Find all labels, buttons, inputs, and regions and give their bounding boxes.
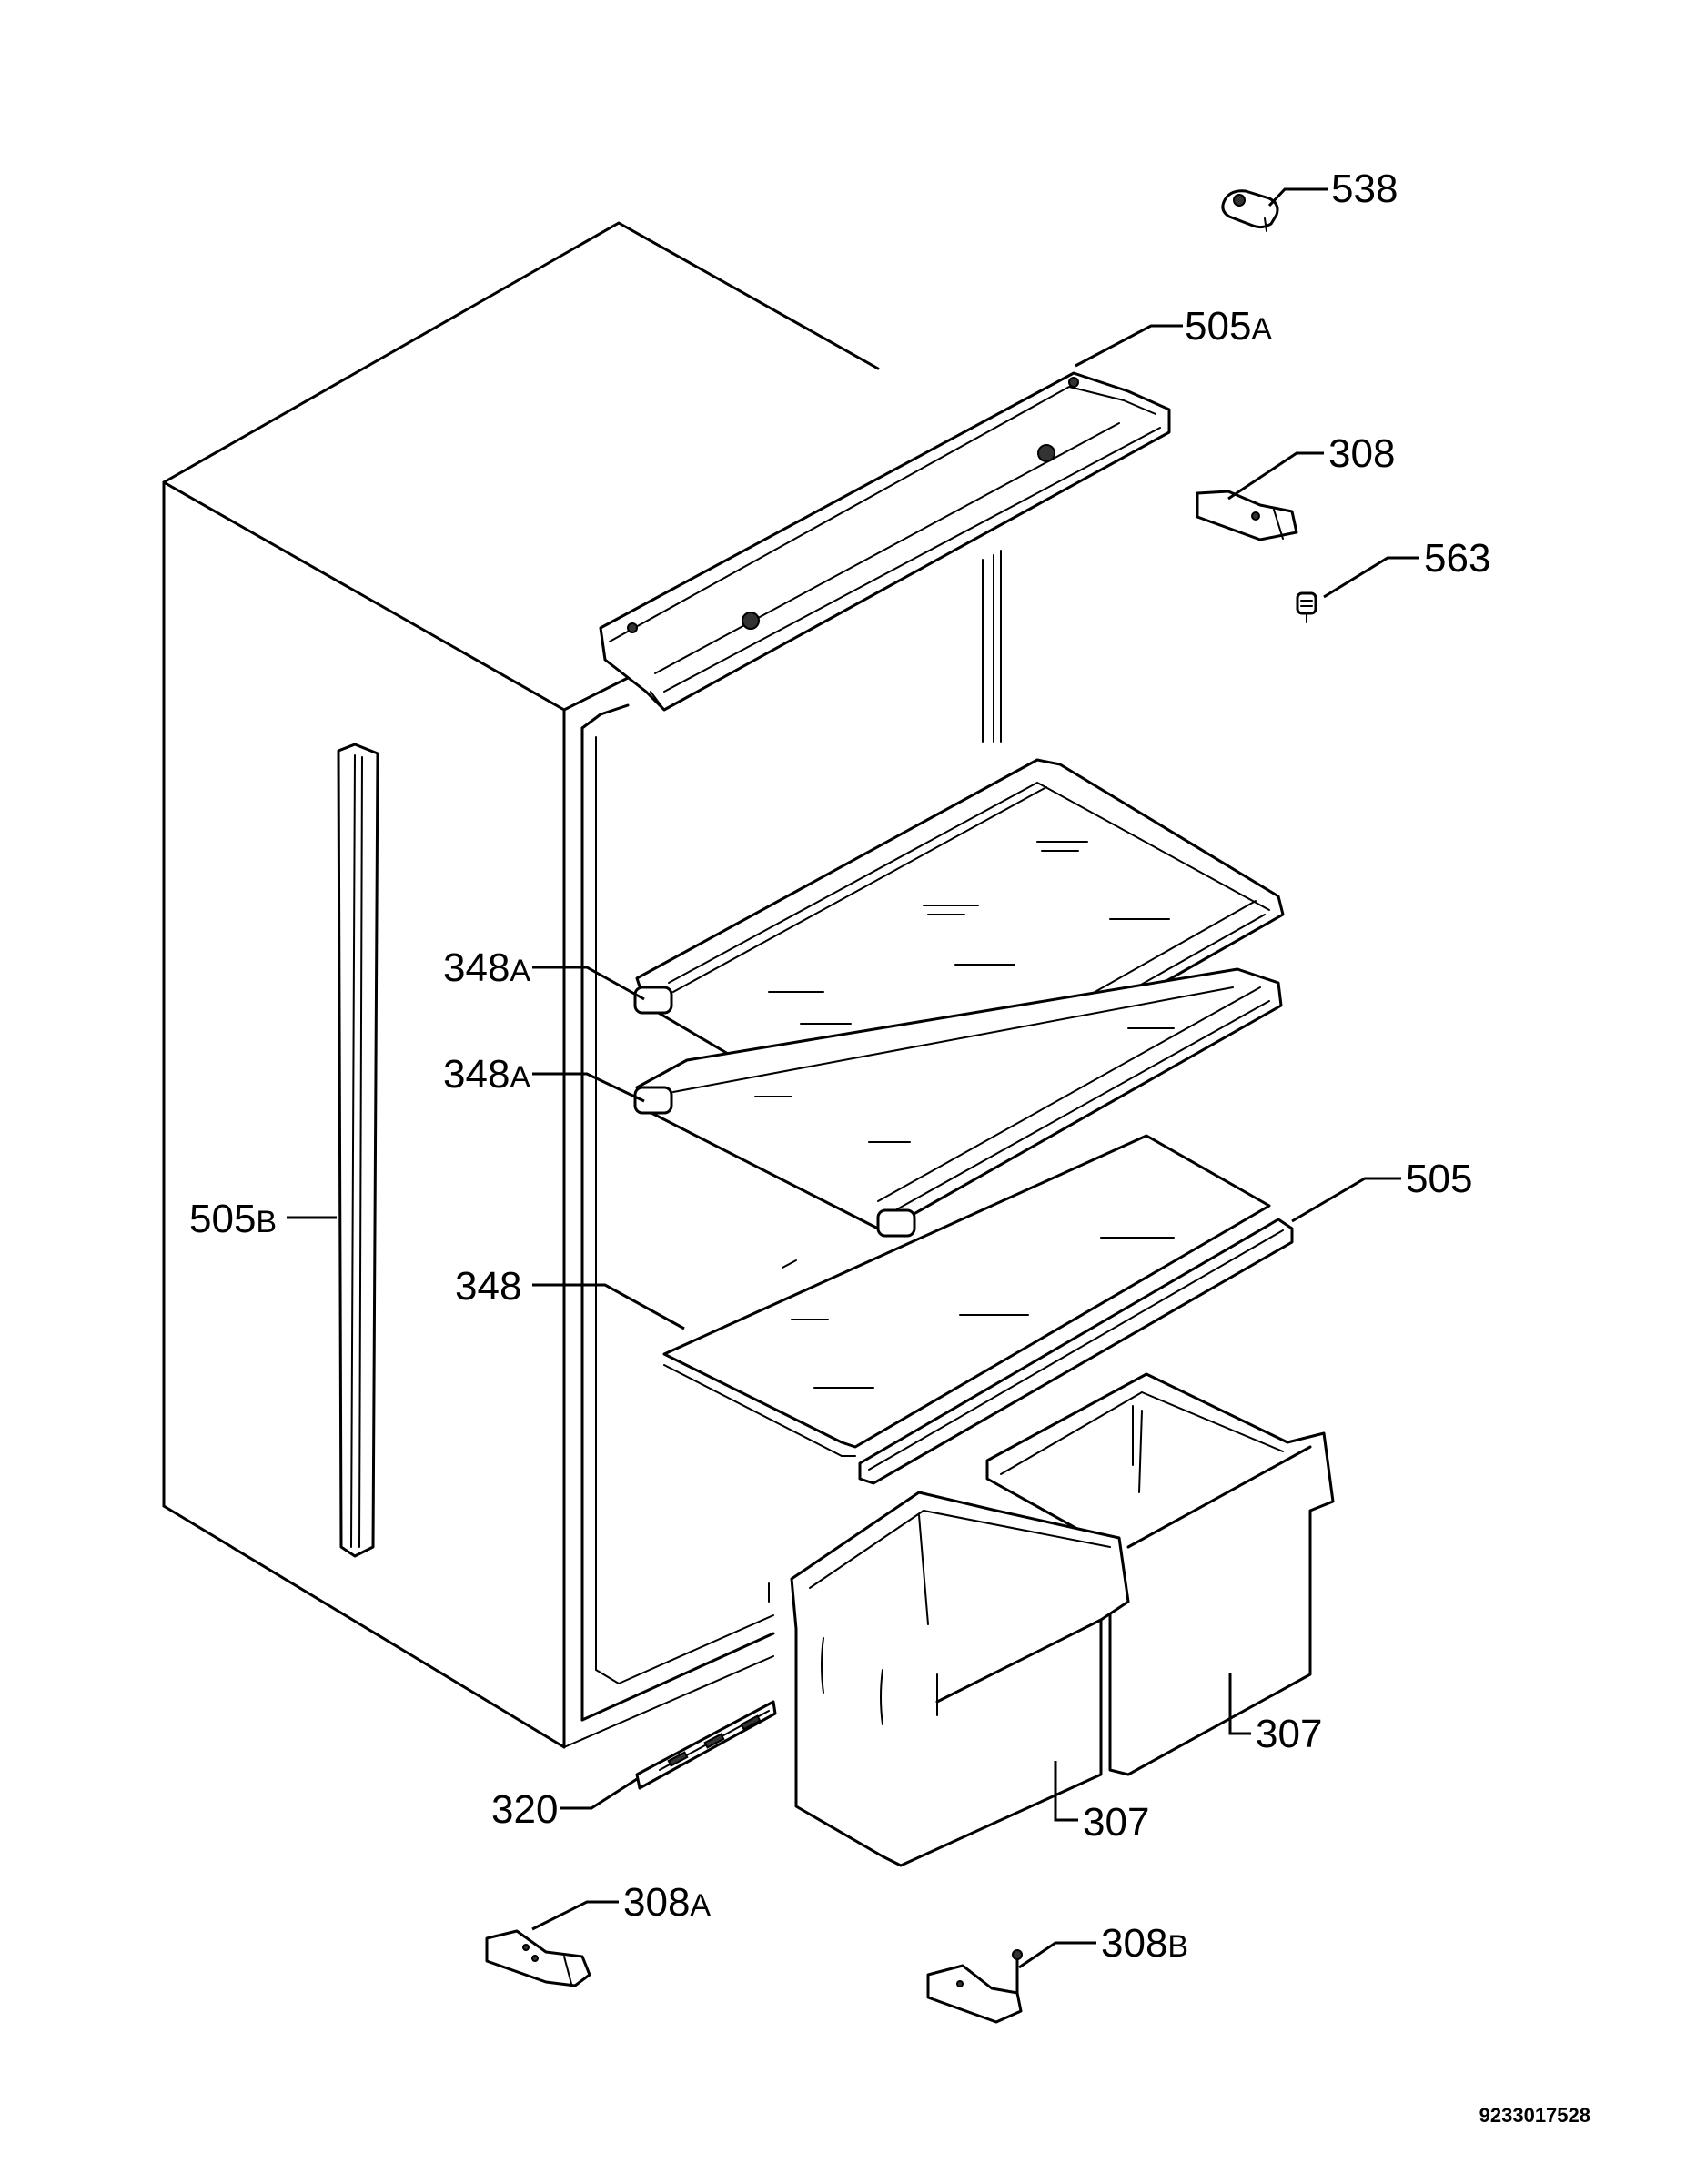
callout-505a: 505A	[1185, 304, 1272, 349]
hinge-308b	[926, 1949, 1023, 2024]
callout-320: 320	[491, 1787, 558, 1832]
drawing-number: 9233017528	[1479, 2104, 1590, 2127]
shelf-trim-505	[858, 1218, 1294, 1485]
glass-shelf-348a-lower	[633, 967, 1283, 1238]
callout-348a-upper: 348A	[443, 945, 530, 990]
crisper-drawer-307-left	[790, 1491, 1130, 1867]
glass-shelf-348	[662, 1134, 1271, 1457]
callout-308: 308	[1328, 431, 1395, 476]
top-rail-505a	[599, 371, 1171, 712]
door-seal-strip-505b	[337, 743, 379, 1558]
callout-348: 348	[455, 1264, 521, 1309]
callout-308a: 308A	[623, 1880, 711, 1925]
part-538	[1221, 189, 1279, 232]
leader-lines	[287, 187, 1419, 1969]
hinge-308	[1196, 490, 1298, 541]
refrigerator-cabinet	[162, 221, 1002, 1749]
vent-grille-320	[635, 1700, 777, 1790]
callout-307-left: 307	[1083, 1800, 1149, 1845]
hinge-308a	[485, 1929, 591, 1987]
screw-563	[1296, 592, 1317, 623]
callout-505: 505	[1406, 1157, 1472, 1201]
callout-307-right: 307	[1256, 1712, 1322, 1756]
callout-538: 538	[1331, 167, 1398, 211]
callout-348a-lower: 348A	[443, 1052, 530, 1097]
callout-505b: 505B	[189, 1197, 277, 1241]
callout-308b: 308B	[1101, 1921, 1188, 1966]
callout-563: 563	[1424, 536, 1490, 581]
